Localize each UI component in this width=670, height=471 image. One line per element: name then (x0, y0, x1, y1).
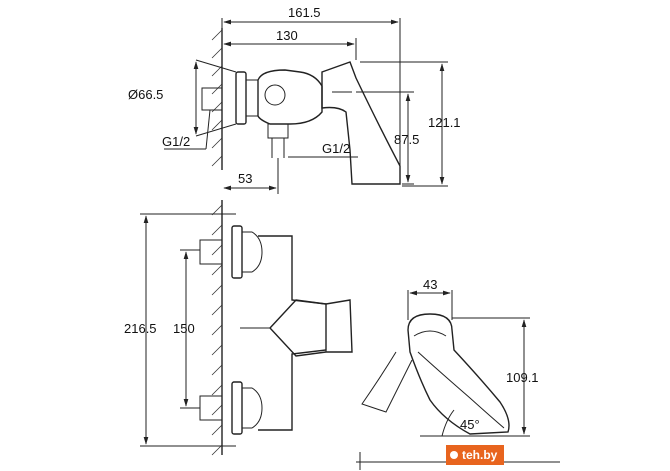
dim-front-height: 216.5 (124, 321, 157, 336)
wall-front (211, 200, 223, 456)
upper-flange (231, 225, 243, 279)
dim-outlet-depth: 53 (238, 171, 252, 186)
label-outlet-thread: G1/2 (322, 141, 350, 156)
angle-label: 45° (460, 417, 480, 432)
dim-total-height: 121.1 (428, 115, 461, 130)
top-view: 161.5 130 Ø66.5 G1/2 G1/2 53 87.5 121.1 (128, 5, 461, 194)
front-view: 216.5 150 (124, 200, 353, 456)
label-inlet-thread: G1/2 (162, 134, 190, 149)
flange-top (235, 71, 247, 125)
inlet-stub-top (201, 87, 223, 111)
watermark-logo-icon (450, 451, 458, 459)
outlet-nut-top (267, 123, 289, 139)
lever-front (269, 299, 353, 357)
body-boss (264, 84, 286, 106)
lower-flange (231, 381, 243, 435)
dim-side-height: 109.1 (506, 370, 539, 385)
lever-top (321, 61, 401, 185)
watermark-text: teh.by (462, 448, 498, 462)
watermark-badge (446, 445, 504, 465)
nut-top (245, 79, 259, 117)
watermark: teh.by (446, 445, 504, 465)
mixer-body-top (257, 69, 323, 125)
lever-side (407, 313, 510, 435)
wall-top (211, 28, 223, 170)
angle-arc (441, 409, 455, 437)
lever-side-shadow (361, 351, 413, 413)
dim-body-width: 130 (276, 28, 298, 43)
upper-nut (241, 231, 263, 273)
dim-inlet-spacing: 150 (173, 321, 195, 336)
lower-nut (241, 387, 263, 429)
mixer-body-front (258, 235, 327, 431)
side-view: 43 109.1 45° (356, 277, 560, 470)
dim-flange-diameter: Ø66.5 (128, 87, 163, 102)
upper-inlet-stub (199, 239, 223, 265)
dim-lever-width: 43 (423, 277, 437, 292)
dim-overall-width: 161.5 (288, 5, 321, 20)
dim-lever-height: 87.5 (394, 132, 419, 147)
